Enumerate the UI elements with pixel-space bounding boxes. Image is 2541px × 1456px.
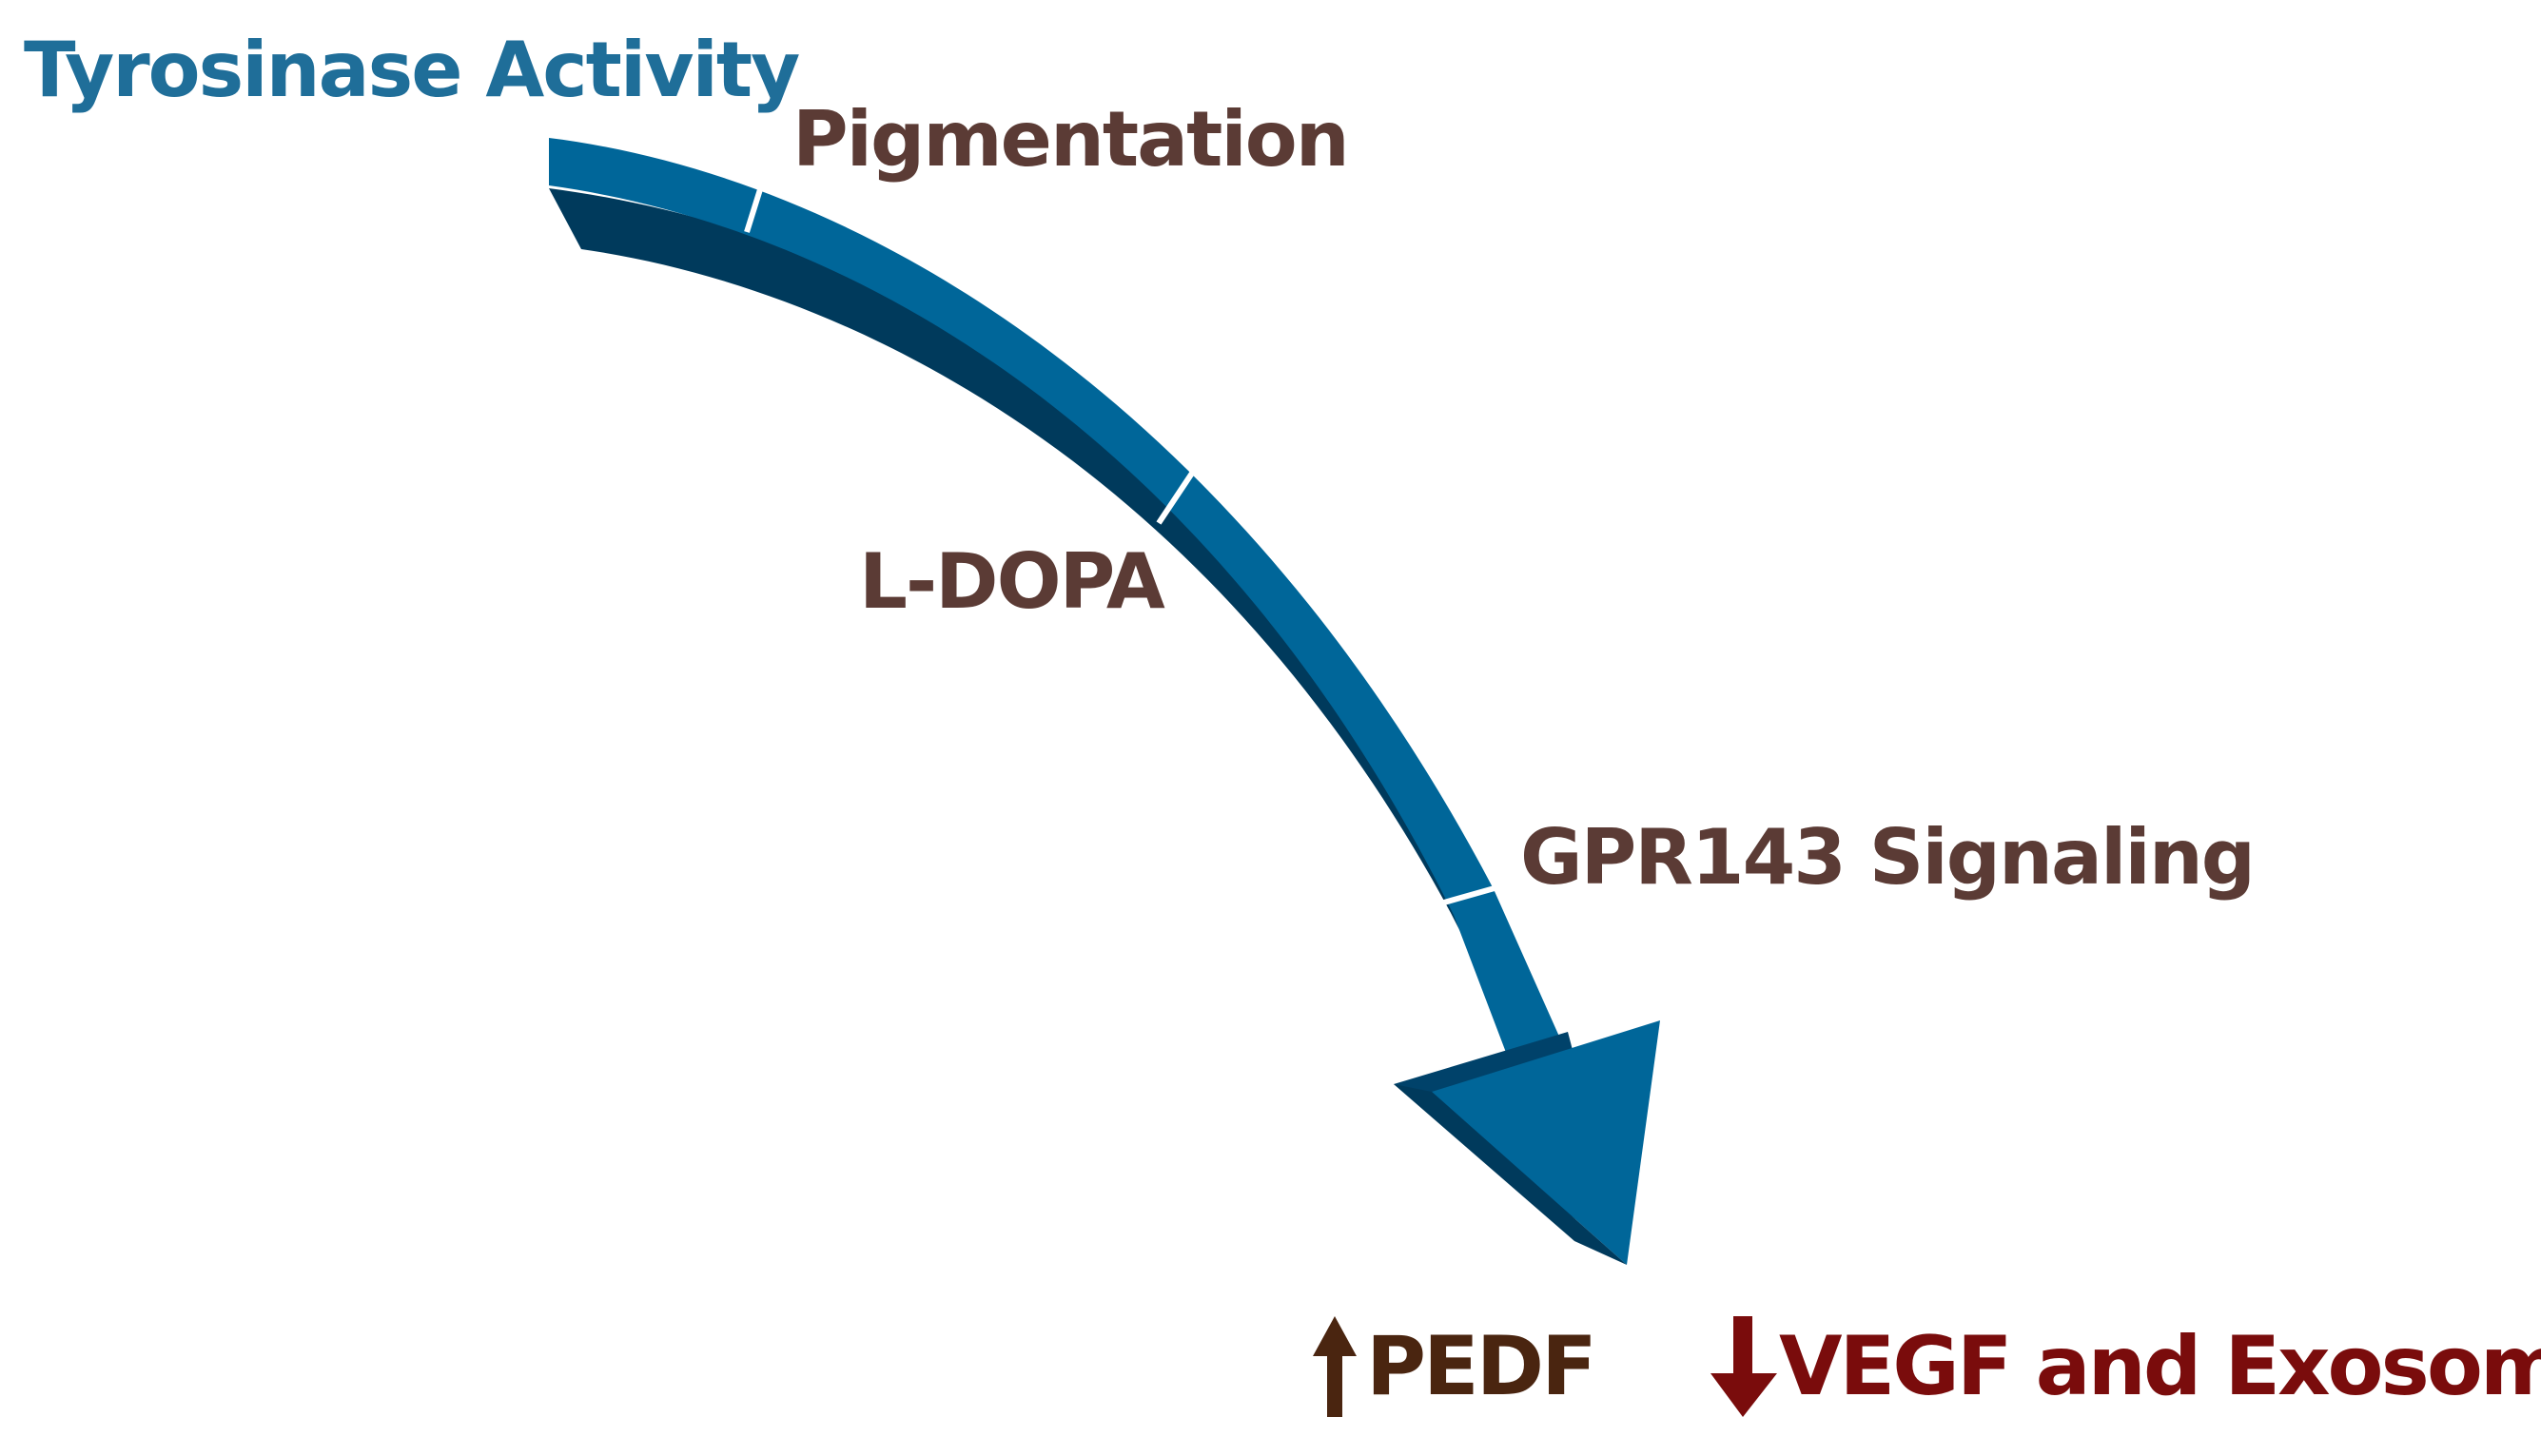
outcome-decrease: VEGF and Exosomes xyxy=(1710,1316,2541,1417)
up-arrow-icon xyxy=(1313,1316,1357,1417)
step-label-pigmentation: Pigmentation xyxy=(792,95,1350,184)
down-arrow-icon xyxy=(1710,1316,1777,1417)
arrow-shaft-side xyxy=(549,188,1555,1086)
step-label-gpr143-signaling: GPR143 Signaling xyxy=(1520,813,2256,902)
outcome-label-vegf-exosomes: VEGF and Exosomes xyxy=(1779,1319,2541,1414)
arrow-head-edge xyxy=(1394,1084,1627,1265)
arrow-head-top xyxy=(1432,1020,1660,1265)
step-label-l-dopa: L-DOPA xyxy=(859,537,1165,626)
arrow-segment-line xyxy=(744,185,1502,910)
diagram-title: Tyrosinase Activity xyxy=(24,26,800,114)
outcome-increase: PEDF xyxy=(1313,1316,1597,1417)
outcome-label-pedf: PEDF xyxy=(1366,1319,1597,1414)
